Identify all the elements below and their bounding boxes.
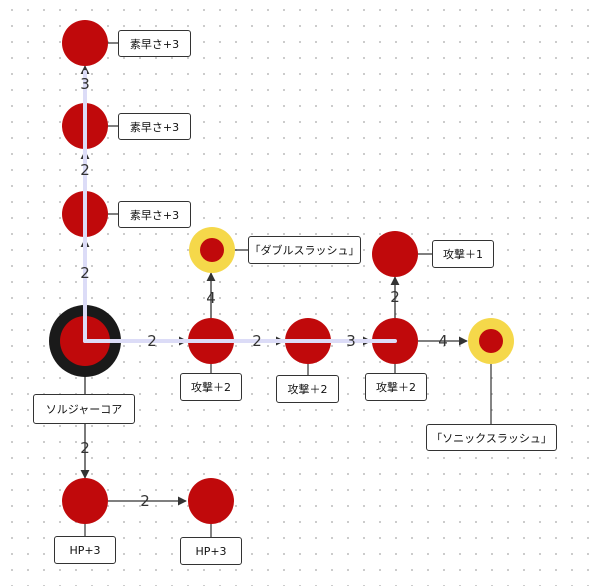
label-attack-3: 攻撃＋2 — [365, 373, 427, 401]
cost-speed-1-to-speed-2: 2 — [80, 161, 90, 179]
cost-attack-3-to-sonic-slash: 4 — [438, 332, 448, 350]
cost-attack-2-to-attack-3: 3 — [346, 332, 356, 350]
edge-cost-labels: 3 2 2 2 2 3 4 4 2 2 2 — [80, 75, 448, 510]
cost-attack-1-to-double-slash: 4 — [206, 289, 216, 307]
label-speed-1: 素早さ+3 — [118, 201, 191, 228]
label-hp-2: HP+3 — [180, 537, 242, 565]
label-attack-1: 攻撃＋2 — [180, 373, 242, 401]
cost-core-to-speed-1: 2 — [80, 264, 90, 282]
cost-hp-1-to-hp-2: 2 — [140, 492, 150, 510]
sonic-slash-node[interactable] — [479, 329, 503, 353]
label-sonic-slash: 「ソニックスラッシュ」 — [426, 424, 557, 451]
attack-node-4[interactable] — [372, 231, 418, 277]
label-double-slash: 「ダブルスラッシュ」 — [248, 236, 361, 264]
cost-attack-1-to-attack-2: 2 — [252, 332, 262, 350]
cost-core-to-attack-1: 2 — [147, 332, 157, 350]
cost-attack-3-to-attack-4: 2 — [390, 288, 400, 306]
cost-speed-2-to-speed-3: 3 — [80, 75, 90, 93]
hp-node-2[interactable] — [188, 478, 234, 524]
label-attack-2: 攻撃＋2 — [276, 375, 339, 403]
selection-path — [83, 70, 397, 343]
cost-core-to-hp-1: 2 — [80, 439, 90, 457]
label-speed-3: 素早さ+3 — [118, 30, 191, 57]
double-slash-node[interactable] — [200, 238, 224, 262]
label-speed-2: 素早さ+3 — [118, 113, 191, 140]
label-attack-4: 攻撃＋1 — [432, 240, 494, 268]
label-core: ソルジャーコア — [33, 394, 135, 424]
label-hp-1: HP+3 — [54, 536, 116, 564]
speed-node-3[interactable] — [62, 20, 108, 66]
hp-node-1[interactable] — [62, 478, 108, 524]
